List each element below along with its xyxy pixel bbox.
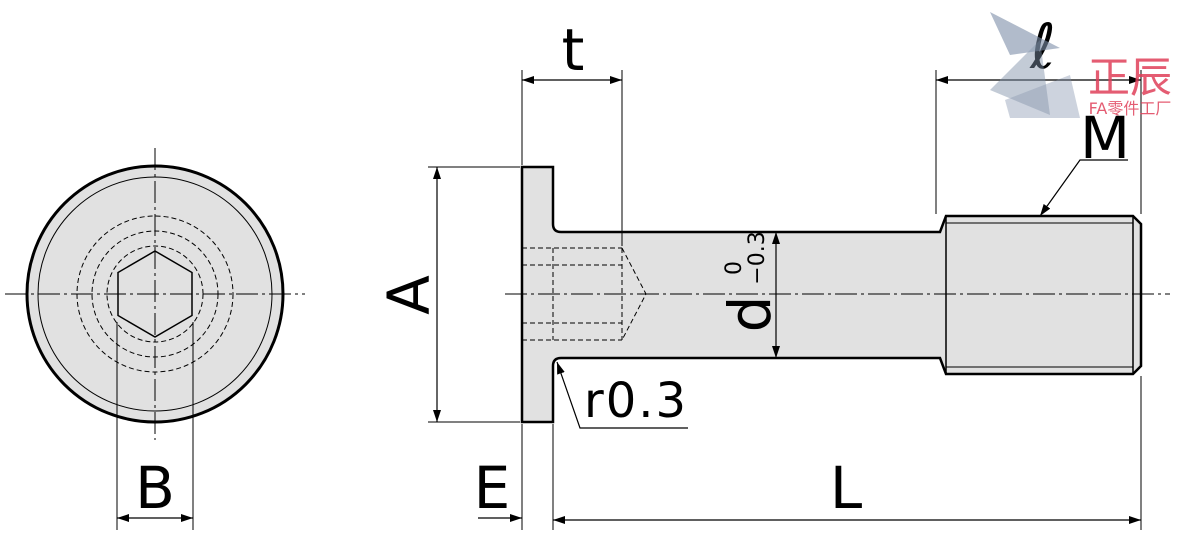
label-m: M	[1080, 104, 1130, 172]
label-b: B	[135, 454, 175, 522]
label-t: t	[562, 16, 585, 84]
logo-shape-left	[990, 40, 1050, 115]
leader-line-radius	[556, 361, 688, 429]
label-d-upper-tolerance: 0	[722, 261, 747, 275]
end-view: B	[5, 148, 305, 530]
logo-tagline: FA零件工厂	[1089, 99, 1172, 118]
label-radius: r0.3	[584, 373, 688, 429]
label-e: E	[474, 454, 511, 522]
leader-line-m	[1039, 159, 1128, 217]
label-d-lower-tolerance: −0.3	[745, 231, 770, 284]
logo-shape-bottom	[1005, 75, 1080, 118]
label-a: A	[375, 275, 443, 315]
side-view: A t E L d 0 −0.3 ℓ M r0.3	[375, 10, 1170, 530]
part-outline	[520, 165, 1143, 424]
label-d: d	[716, 296, 784, 333]
logo-name: 正辰	[1088, 53, 1172, 102]
label-l: L	[830, 454, 862, 522]
brand-logo: 正辰 FA零件工厂	[990, 12, 1172, 118]
logo-shape-top	[990, 12, 1060, 55]
